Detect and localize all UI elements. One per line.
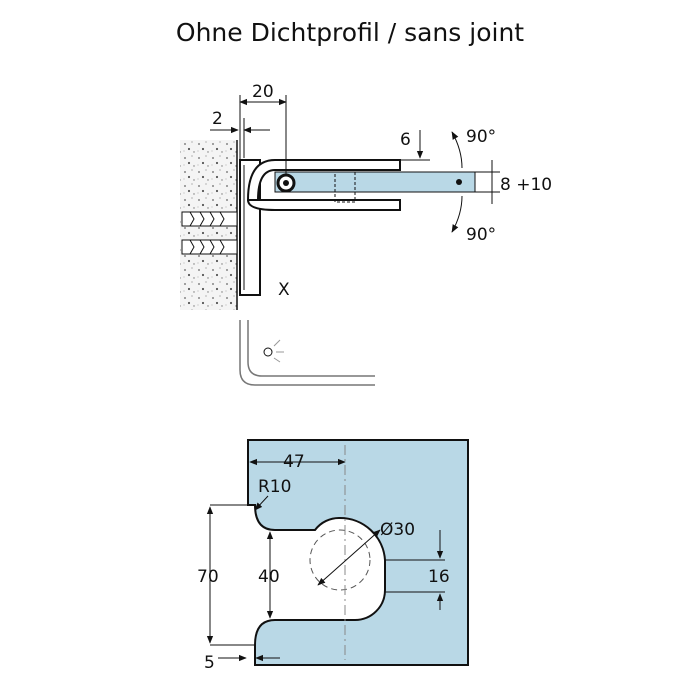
angle-down-label: 90°	[466, 225, 496, 245]
rotation-arc-up	[451, 131, 463, 169]
glass-panel	[274, 171, 476, 193]
top-view: 20 2 6 8 +10 90° 90° X	[180, 82, 552, 386]
wall-anchor	[181, 211, 238, 255]
dim-2-label: 2	[212, 109, 223, 129]
dim-5-label: 5	[204, 653, 215, 673]
label-x: X	[278, 280, 290, 300]
glass-cutout	[247, 439, 469, 666]
radius-label: R10	[258, 477, 291, 497]
dim-70-label: 70	[197, 567, 219, 587]
cutout-view: 47 R10 Ø30 70 40 16 5	[197, 439, 469, 673]
hole-outline	[309, 529, 371, 591]
shower-tray	[239, 320, 375, 386]
dim-6-label: 6	[400, 130, 411, 150]
rotation-arc-down	[451, 195, 463, 233]
dim-40-label: 40	[258, 567, 280, 587]
dim-20-label: 20	[252, 82, 274, 102]
angle-up-label: 90°	[466, 127, 496, 147]
dim-glass-label: 8 +10	[500, 175, 552, 195]
dim-16-label: 16	[428, 567, 450, 587]
dim-47-label: 47	[283, 452, 305, 472]
pivot-point	[456, 179, 462, 185]
diameter-label: Ø30	[380, 520, 415, 540]
diagram-title: Ohne Dichtprofil / sans joint	[175, 18, 525, 47]
